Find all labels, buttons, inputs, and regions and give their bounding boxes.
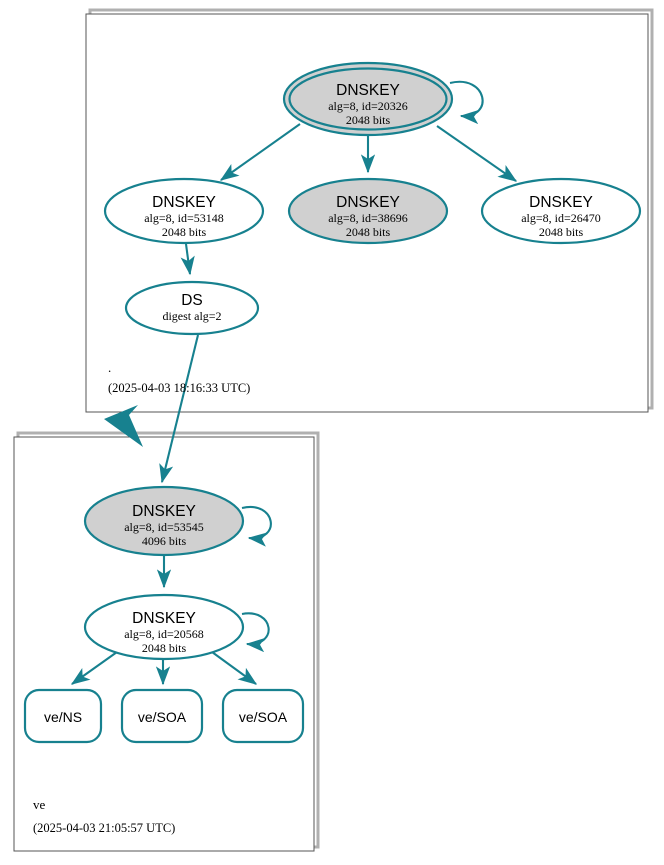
edge-ve-ksk-self-loop bbox=[241, 505, 272, 547]
node-alg-id: alg=8, id=20568 bbox=[124, 627, 204, 641]
node-root-zsk-38696[interactable]: DNSKEY alg=8, id=38696 2048 bits bbox=[287, 177, 449, 245]
node-root-zsk-53148[interactable]: DNSKEY alg=8, id=53148 2048 bits bbox=[103, 177, 265, 245]
edge-root-ksk-to-53148 bbox=[219, 123, 301, 181]
edge-ve-zsk-self-loop bbox=[241, 612, 270, 653]
rrset-ve-soa-1[interactable]: ve/SOA bbox=[120, 688, 204, 744]
node-bits: 2048 bits bbox=[142, 641, 187, 655]
rrset-ve-soa-2[interactable]: ve/SOA bbox=[221, 688, 305, 744]
rrset-ve-ns[interactable]: ve/NS bbox=[23, 688, 103, 744]
node-bits: 2048 bits bbox=[346, 113, 391, 127]
node-alg-id: alg=8, id=38696 bbox=[328, 211, 408, 225]
node-root-ksk-20326[interactable]: DNSKEY alg=8, id=20326 2048 bits bbox=[282, 61, 454, 137]
edge-ve-zsk-to-soa-2 bbox=[211, 651, 258, 685]
delegation-arrowhead bbox=[104, 405, 143, 447]
node-ve-ksk-53545[interactable]: DNSKEY alg=8, id=53545 4096 bits bbox=[83, 485, 245, 557]
node-ds-ve[interactable]: DS digest alg=2 bbox=[124, 280, 260, 336]
node-alg-id: alg=8, id=53545 bbox=[124, 520, 204, 534]
node-digest-alg: digest alg=2 bbox=[162, 309, 221, 323]
node-title: DNSKEY bbox=[132, 503, 196, 520]
node-ve-zsk-20568[interactable]: DNSKEY alg=8, id=20568 2048 bits bbox=[83, 593, 245, 661]
zone-timestamp-ve: (2025-04-03 21:05:57 UTC) bbox=[33, 821, 175, 835]
node-bits: 4096 bits bbox=[142, 534, 187, 548]
node-bits: 2048 bits bbox=[539, 225, 584, 239]
node-alg-id: alg=8, id=53148 bbox=[144, 211, 224, 225]
edge-ve-zsk-to-ns bbox=[70, 651, 118, 685]
node-title: DNSKEY bbox=[336, 194, 400, 211]
node-title: DNSKEY bbox=[132, 610, 196, 627]
node-title: DNSKEY bbox=[529, 194, 593, 211]
node-bits: 2048 bits bbox=[162, 225, 207, 239]
node-title: DNSKEY bbox=[152, 194, 216, 211]
node-root-zsk-26470[interactable]: DNSKEY alg=8, id=26470 2048 bits bbox=[480, 177, 642, 245]
zone-timestamp-root: (2025-04-03 18:16:33 UTC) bbox=[108, 381, 250, 395]
node-alg-id: alg=8, id=20326 bbox=[328, 99, 408, 113]
node-title: DNSKEY bbox=[336, 82, 400, 99]
edge-root-ksk-self-loop bbox=[449, 80, 484, 125]
node-bits: 2048 bits bbox=[346, 225, 391, 239]
node-alg-id: alg=8, id=26470 bbox=[521, 211, 601, 225]
zone-name-root: . bbox=[108, 360, 111, 375]
edge-root-ksk-to-26470 bbox=[436, 125, 518, 182]
edge-53148-to-ds bbox=[180, 243, 195, 276]
node-title: DS bbox=[181, 292, 203, 309]
zone-name-ve: ve bbox=[33, 797, 46, 812]
rrset-label: ve/SOA bbox=[239, 709, 288, 725]
edge-ds-to-ve-ksk bbox=[159, 334, 200, 484]
rrset-label: ve/SOA bbox=[138, 709, 187, 725]
rrset-label: ve/NS bbox=[44, 709, 82, 725]
